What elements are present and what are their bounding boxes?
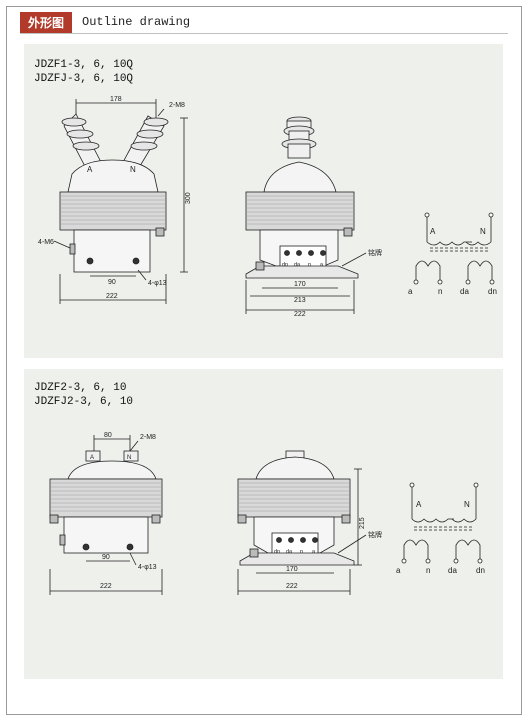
nameplate-label: 铭牌 bbox=[368, 530, 382, 539]
dim-base-width: 222 bbox=[106, 293, 118, 300]
model-name: JDZF2-3, 6, 10 bbox=[34, 382, 127, 394]
insulator-right bbox=[121, 115, 169, 177]
terminal-a-label: A bbox=[87, 165, 93, 174]
insulator-left bbox=[61, 113, 103, 177]
dim-bolt: 2-M8 bbox=[169, 102, 185, 109]
dim-mount: 4-M6 bbox=[38, 239, 54, 246]
schematic-a: a bbox=[408, 287, 413, 296]
schematic-N: N bbox=[480, 227, 486, 236]
schematic-A: A bbox=[430, 227, 436, 236]
side-view-1: dn da n a 铭牌 170 213 222 bbox=[245, 116, 382, 318]
plate-label: dn bbox=[282, 262, 288, 268]
model-list-2: JDZF2-3, 6, 10 JDZFJ2-3, 6, 10 bbox=[34, 381, 133, 409]
model-name: JDZFJ-3, 6, 10Q bbox=[34, 73, 134, 85]
schematic-dn: dn bbox=[488, 287, 497, 296]
dim-top-width: 80 bbox=[104, 432, 112, 439]
outline-drawing-1: 178 2-M8 A N bbox=[38, 96, 497, 318]
dim-height: 215 bbox=[359, 517, 366, 529]
dim-side-inner: 170 bbox=[294, 281, 306, 288]
section-header: 外形图 Outline drawing bbox=[20, 11, 191, 33]
schematic-dn: dn bbox=[476, 566, 485, 575]
wiring-schematic-2: A N a n da dn bbox=[396, 482, 485, 575]
plate-label: a bbox=[312, 549, 316, 555]
model-name: JDZF1-3, 6, 10Q bbox=[34, 59, 134, 71]
wiring-schematic-1: A N a n da dn bbox=[408, 212, 497, 296]
schematic-A: A bbox=[416, 500, 422, 509]
dim-side-width: 222 bbox=[294, 311, 306, 318]
schematic-N: N bbox=[464, 500, 470, 509]
dim-side-width: 222 bbox=[286, 583, 298, 590]
dim-holes: 4-φ13 bbox=[148, 280, 167, 287]
model-name: JDZFJ2-3, 6, 10 bbox=[34, 396, 134, 408]
dim-top-width: 178 bbox=[110, 96, 122, 103]
dim-bolt: 2-M8 bbox=[140, 434, 156, 441]
schematic-n: n bbox=[438, 287, 442, 296]
title-cn: 外形图 bbox=[20, 11, 73, 33]
dim-hole-spacing: 90 bbox=[102, 554, 110, 561]
title-en: Outline drawing bbox=[82, 15, 191, 29]
schematic-n: n bbox=[426, 566, 430, 575]
front-view-2: 80 2-M8 A N 90 4-φ13 bbox=[49, 432, 163, 595]
dim-hole-spacing: 90 bbox=[108, 279, 116, 286]
terminal-a-label: A bbox=[90, 455, 94, 461]
outline-drawing-2: 80 2-M8 A N 90 4-φ13 bbox=[49, 432, 485, 595]
plate-label: da bbox=[294, 262, 301, 268]
dim-base-width: 222 bbox=[100, 583, 112, 590]
schematic-a: a bbox=[396, 566, 401, 575]
plate-label: da bbox=[286, 549, 293, 555]
schematic-da: da bbox=[460, 287, 469, 296]
side-view-2: dn da n a 铭牌 215 170 222 bbox=[237, 450, 382, 595]
dim-height: 300 bbox=[185, 192, 192, 204]
terminal-n-label: N bbox=[127, 455, 131, 461]
drawing-panel-1: JDZF1-3, 6, 10Q JDZFJ-3, 6, 10Q 178 2-M8 bbox=[24, 44, 503, 358]
dim-side-mid: 213 bbox=[294, 297, 306, 304]
drawing-panel-2: JDZF2-3, 6, 10 JDZFJ2-3, 6, 10 80 2-M8 A… bbox=[24, 369, 503, 679]
plate-label: dn bbox=[274, 549, 280, 555]
header-divider bbox=[20, 33, 508, 34]
schematic-da: da bbox=[448, 566, 457, 575]
dim-holes: 4-φ13 bbox=[138, 564, 157, 571]
model-list-1: JDZF1-3, 6, 10Q JDZFJ-3, 6, 10Q bbox=[34, 58, 133, 86]
terminal-n-label: N bbox=[130, 165, 136, 174]
nameplate-label: 铭牌 bbox=[368, 248, 382, 257]
front-view-1: 178 2-M8 A N bbox=[38, 96, 192, 304]
plate-label: n bbox=[300, 549, 303, 555]
dim-side-inner: 170 bbox=[286, 566, 298, 573]
plate-label: a bbox=[320, 262, 324, 268]
plate-label: n bbox=[308, 262, 311, 268]
